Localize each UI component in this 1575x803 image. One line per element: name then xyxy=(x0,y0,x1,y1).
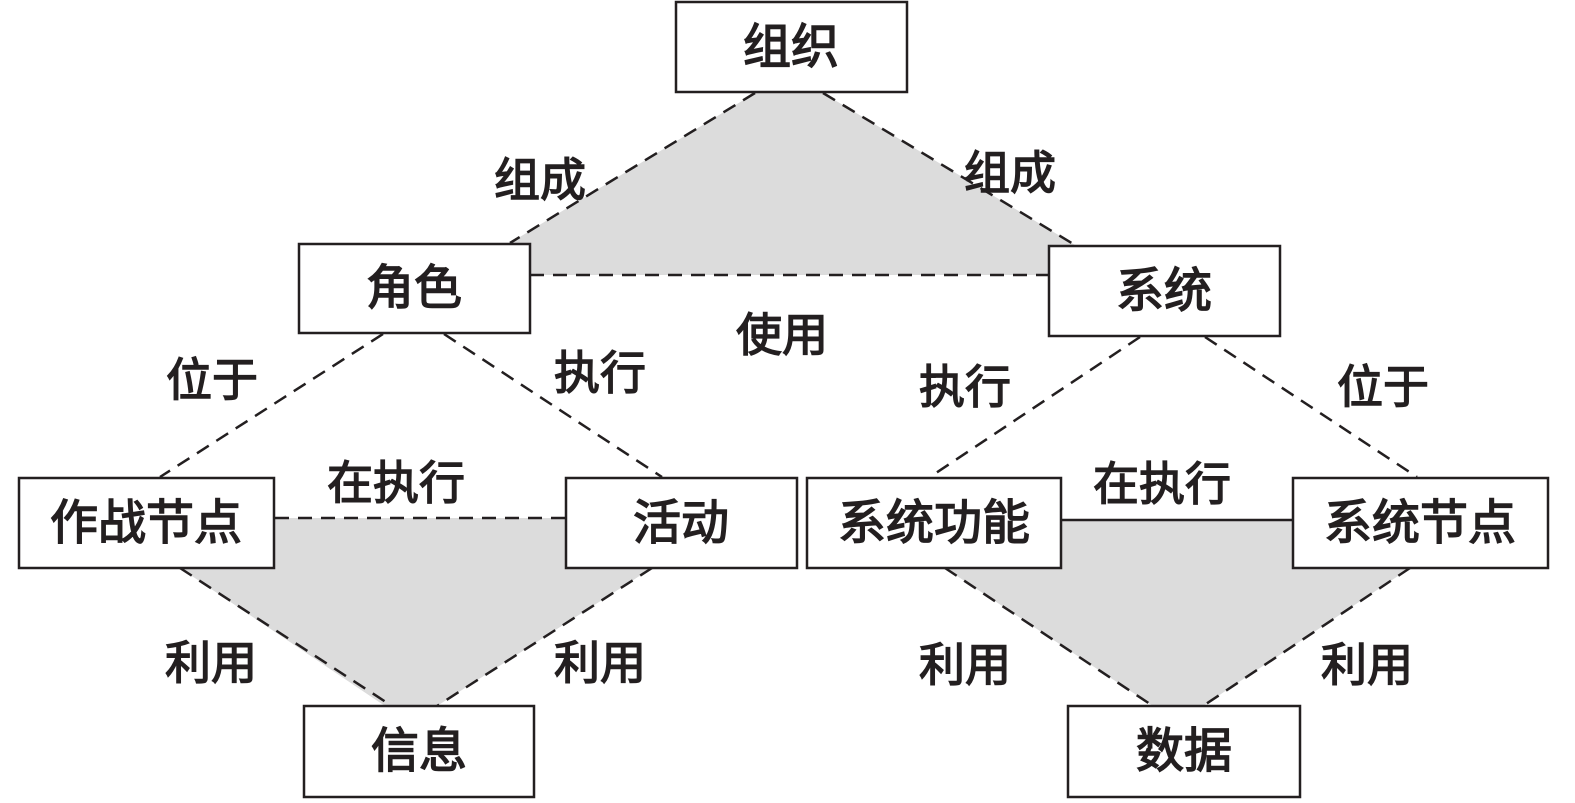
node-information-label: 信息 xyxy=(371,723,467,779)
edge-line-operational-node-information xyxy=(179,566,393,708)
edge-label-role-activity: 执行 xyxy=(554,346,646,400)
node-organization-label: 组织 xyxy=(743,19,839,75)
node-role: 角色 xyxy=(297,242,532,335)
edge-label-system-system-node: 位于 xyxy=(1337,360,1429,414)
edge-line-system-node-data xyxy=(1202,566,1411,708)
edge-label-org-system: 组成 xyxy=(964,146,1056,200)
node-system-function: 系统功能 xyxy=(805,476,1063,570)
edge-label-system-system-function: 执行 xyxy=(919,360,1011,414)
shade-operational-information xyxy=(180,518,652,706)
edge-label-system-function-system-node: 在执行 xyxy=(1093,457,1231,511)
node-activity-label: 活动 xyxy=(633,495,729,551)
edge-line-activity-information xyxy=(436,566,653,708)
edge-line-system-system-function xyxy=(929,335,1141,479)
edge-label-org-role: 组成 xyxy=(494,153,586,207)
edge-label-activity-information: 利用 xyxy=(554,636,646,690)
node-role-label: 角色 xyxy=(366,260,462,316)
edge-label-operational-node-information: 利用 xyxy=(165,636,257,690)
edge-label-role-operational-node: 位于 xyxy=(166,353,258,407)
node-data: 数据 xyxy=(1066,704,1302,799)
node-activity: 活动 xyxy=(564,476,799,570)
node-system-label: 系统 xyxy=(1116,263,1212,319)
edge-label-role-system: 使用 xyxy=(736,308,828,362)
node-system-node-label: 系统节点 xyxy=(1324,495,1516,551)
edge-label-operational-node-activity: 在执行 xyxy=(327,456,465,510)
node-system-function-label: 系统功能 xyxy=(838,495,1030,551)
edge-line-org-role xyxy=(509,91,756,245)
node-organization: 组织 xyxy=(674,0,909,94)
node-operational-node: 作战节点 xyxy=(17,476,276,570)
node-operational-node-label: 作战节点 xyxy=(50,495,242,551)
edge-line-system-system-node xyxy=(1204,335,1418,479)
edge-label-system-node-data: 利用 xyxy=(1321,638,1413,692)
edge-line-system-function-data xyxy=(944,566,1154,708)
node-information: 信息 xyxy=(302,704,536,799)
shade-org-role-system xyxy=(510,93,1075,275)
node-system-node: 系统节点 xyxy=(1291,476,1550,570)
edge-line-role-operational-node xyxy=(159,332,384,479)
node-data-label: 数据 xyxy=(1136,723,1232,779)
node-system: 系统 xyxy=(1047,244,1282,338)
edge-line-role-activity xyxy=(443,332,663,479)
edge-line-org-system xyxy=(822,91,1076,247)
edge-label-system-function-data: 利用 xyxy=(919,638,1011,692)
